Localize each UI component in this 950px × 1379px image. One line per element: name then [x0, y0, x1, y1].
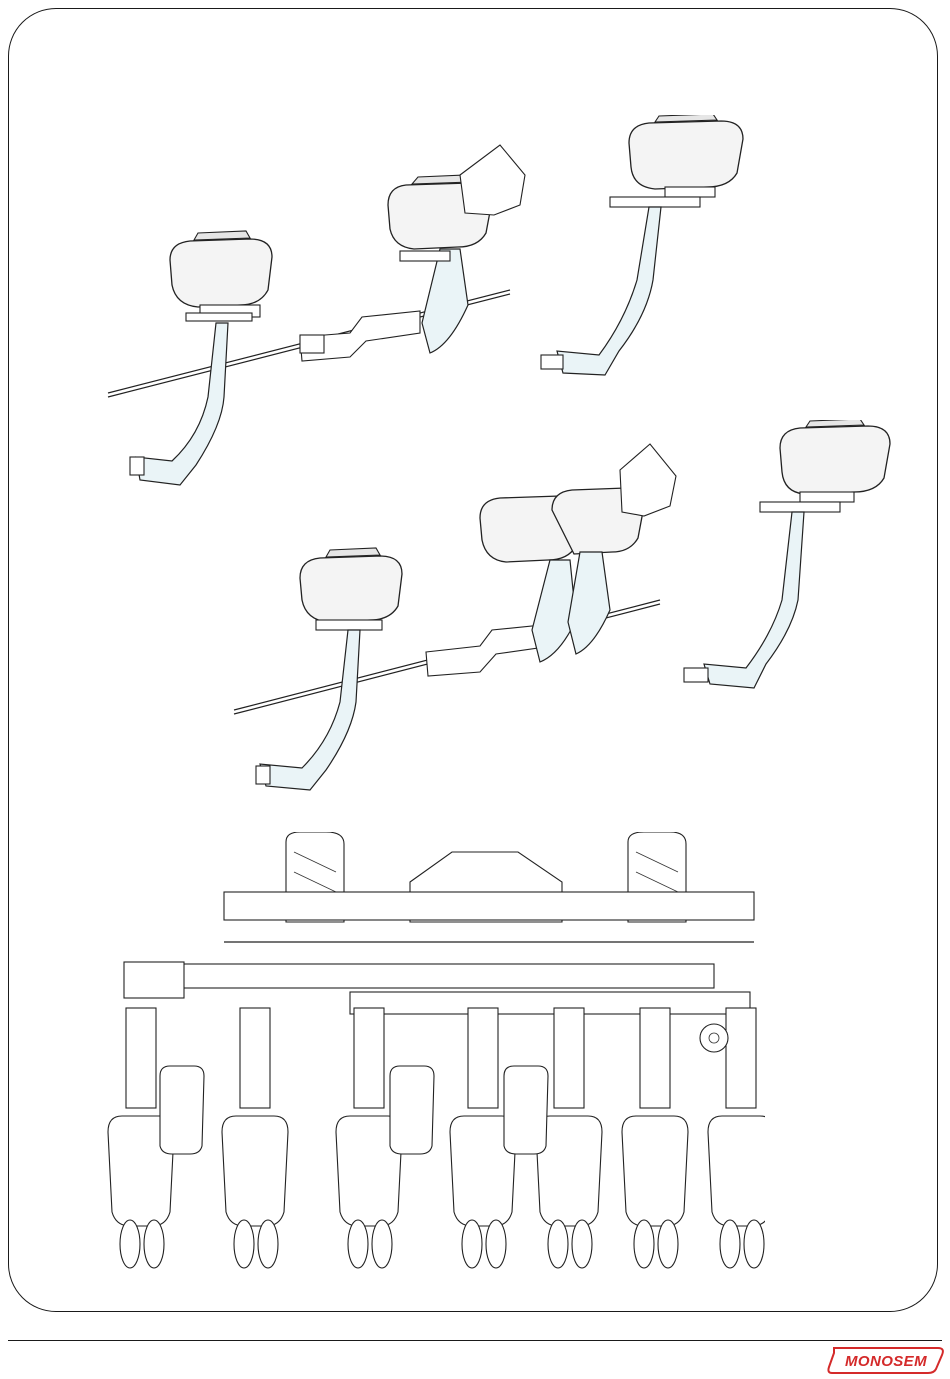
hopper-box: [160, 1066, 204, 1154]
top-right-assembly-illustration: [535, 115, 760, 390]
logo-text: MONOSEM: [845, 1353, 927, 1370]
monosem-logo: MONOSEM: [826, 1345, 946, 1375]
hopper-box: [390, 1066, 434, 1154]
bottom-front-view-illustration: [100, 832, 765, 1272]
row-unit: [622, 1008, 688, 1268]
footer-rule: [8, 1340, 942, 1341]
hopper-box: [504, 1066, 548, 1154]
middle-right-assembly-illustration: [680, 420, 895, 700]
row-unit: [222, 1008, 288, 1268]
middle-left-assembly-illustration: [230, 440, 690, 810]
